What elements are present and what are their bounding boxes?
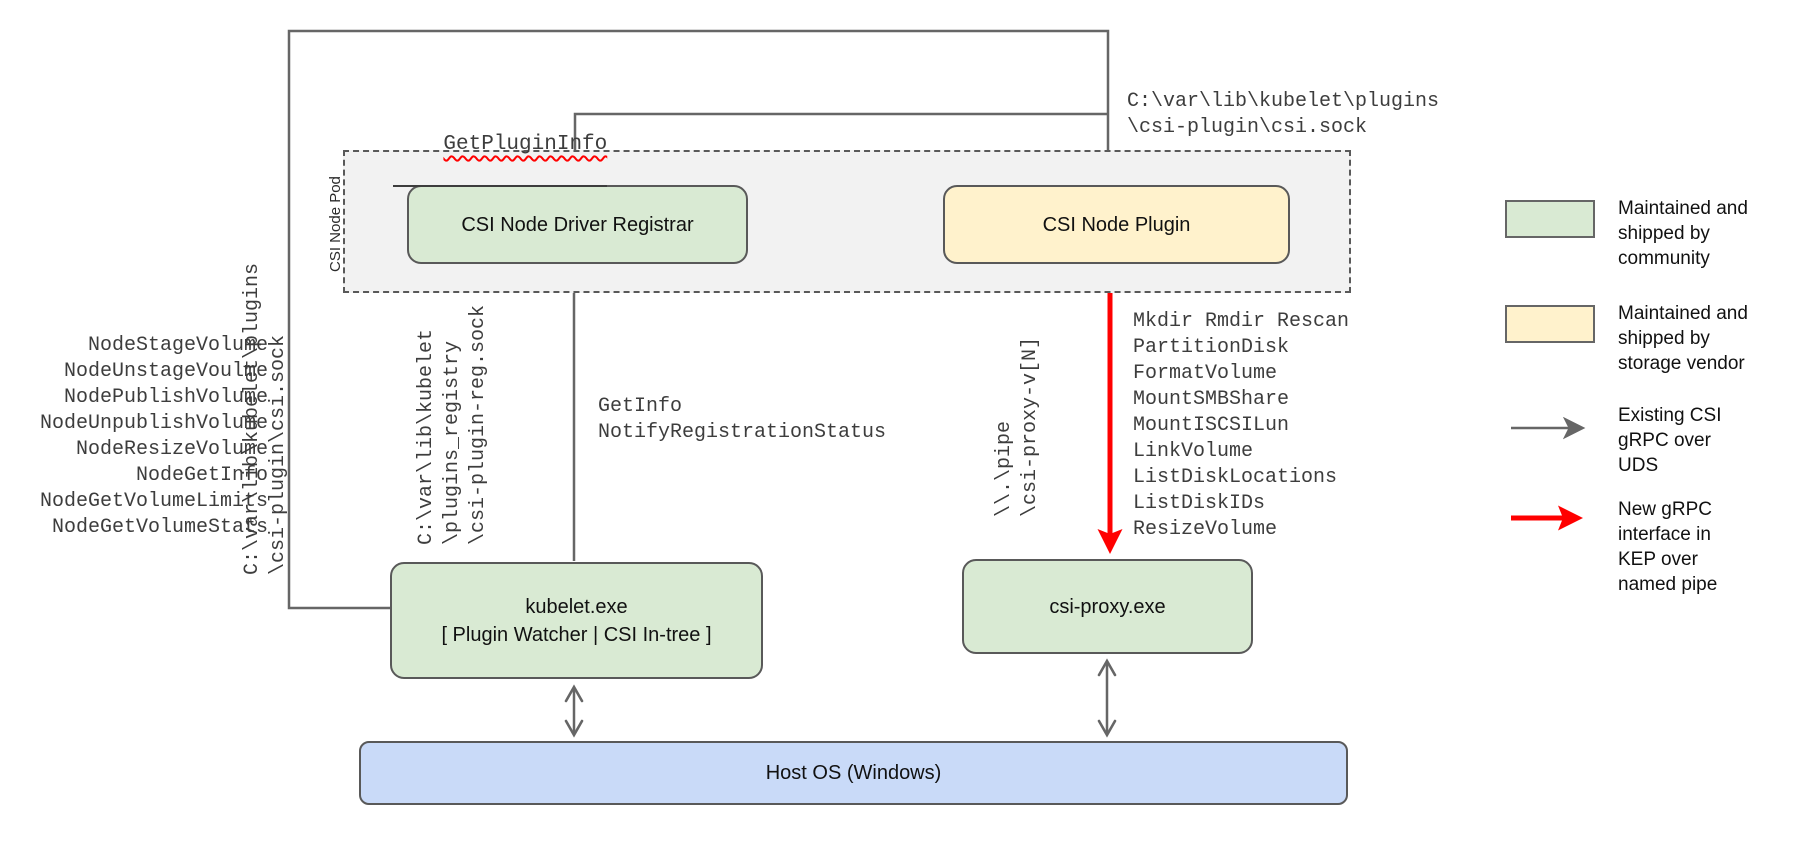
csi-proxy-box: csi-proxy.exe xyxy=(962,559,1253,654)
legend-vendor-text: Maintained and shipped by storage vendor xyxy=(1618,303,1748,374)
list-item: NodeStageVolume xyxy=(87,334,268,357)
csi-sock-path-top-label: C:\var\lib\kubelet\plugins \csi-plugin\cs… xyxy=(1127,89,1439,141)
list-item: NodeGetVolumeStats xyxy=(51,516,268,539)
host-os-box: Host OS (Windows) xyxy=(359,741,1348,805)
legend-existing-text: Existing CSI gRPC over UDS xyxy=(1618,405,1722,476)
legend-community-swatch xyxy=(1505,200,1595,238)
list-item: C:\var\lib\kubelet\plugins xyxy=(241,262,264,575)
registrar-label: CSI Node Driver Registrar xyxy=(461,213,694,236)
csi-node-driver-registrar-box: CSI Node Driver Registrar xyxy=(407,185,748,264)
named-pipe-label: \\.\pipe\csi-proxy-v[N] xyxy=(992,307,1044,517)
list-item: C:\var\lib\kubelet\plugins xyxy=(1127,90,1440,113)
csi-sock-path-left-label: C:\var\lib\kubelet\plugins\csi-plugin\cs… xyxy=(240,235,292,575)
list-item: NodePublishVolume xyxy=(63,386,268,409)
registrar-sock-path-label: C:\var\lib\kubelet\plugins_registry\csi-… xyxy=(414,235,492,545)
list-item: NodeGetInfo xyxy=(135,464,268,487)
list-item: \\.\pipe xyxy=(993,420,1016,517)
list-item: \csi-plugin\csi.sock xyxy=(267,334,290,575)
list-item: NotifyRegistrationStatus xyxy=(598,421,887,444)
list-item: MountSMBShare xyxy=(1133,388,1290,411)
list-item: NodeUnstageVoulme xyxy=(63,360,268,383)
list-item: GetInfo xyxy=(598,395,683,418)
list-item: \csi-proxy-v[N] xyxy=(1019,336,1042,517)
list-item: NodeUnpublishVolume xyxy=(39,412,268,435)
kubelet-label-line1: kubelet.exe xyxy=(525,595,628,618)
legend-new-text: New gRPC interface in KEP over named pip… xyxy=(1618,499,1718,595)
legend-vendor-swatch xyxy=(1505,305,1595,343)
plugin-label: CSI Node Plugin xyxy=(1042,213,1191,236)
csi-node-pod-label: CSI Node Pod xyxy=(327,176,344,272)
host-os-label: Host OS (Windows) xyxy=(765,762,942,784)
list-item: C:\var\lib\kubelet xyxy=(415,328,438,545)
list-item: ResizeVolume xyxy=(1133,518,1278,541)
kubelet-label-line2: [ Plugin Watcher | CSI In-tree ] xyxy=(441,623,712,646)
list-item: NodeGetVolumeLimits xyxy=(39,490,268,513)
getplugininfo-label: GetPluginInfo xyxy=(393,106,608,187)
list-item: \plugins_registry xyxy=(441,340,464,545)
list-item: NodeResizeVolume xyxy=(75,438,268,461)
list-item: MountISCSILun xyxy=(1133,414,1290,437)
list-item: ListDiskIDs xyxy=(1133,492,1266,515)
list-item: LinkVolume xyxy=(1133,440,1254,463)
csi-node-plugin-box: CSI Node Plugin xyxy=(943,185,1290,264)
list-item: ListDiskLocations xyxy=(1133,466,1338,489)
list-item: FormatVolume xyxy=(1133,362,1278,385)
kubelet-box: kubelet.exe [ Plugin Watcher | CSI In-tr… xyxy=(390,562,763,679)
csi-proxy-label: csi-proxy.exe xyxy=(1049,595,1166,618)
list-item: \csi-plugin\csi.sock xyxy=(1127,116,1368,139)
list-item: PartitionDisk xyxy=(1133,336,1290,359)
list-item: \csi-plugin-reg.sock xyxy=(467,304,490,545)
legend-community-text: Maintained and shipped by community xyxy=(1618,198,1748,269)
list-item: Mkdir Rmdir Rescan xyxy=(1133,310,1350,333)
